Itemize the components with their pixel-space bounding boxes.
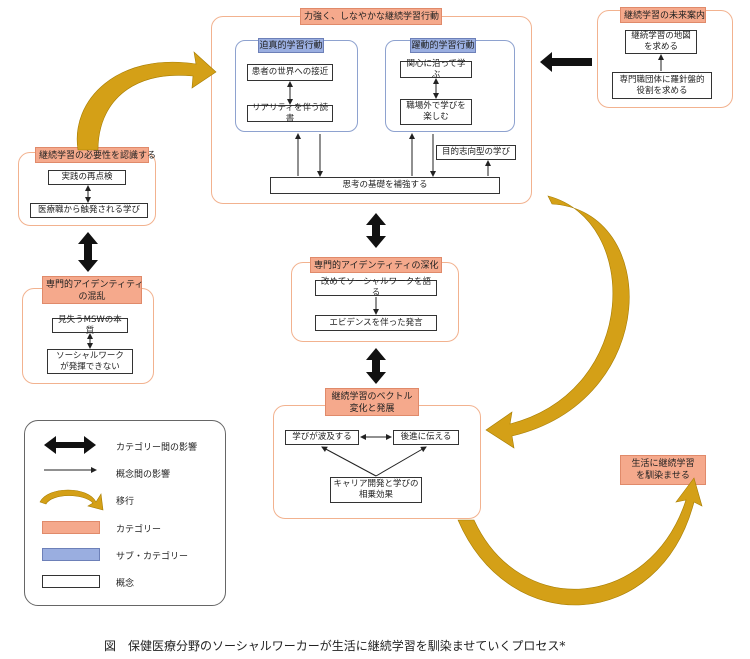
concept-lost-msw: 見失うMSWの本質 bbox=[52, 315, 128, 336]
concept-planned-role: 専門職団体に羅針盤的 役割を求める bbox=[612, 72, 712, 99]
legend-swatch-concept bbox=[42, 575, 100, 588]
arrow-career-spread bbox=[321, 446, 377, 477]
category-deepening: 専門的アイデンティティの深化 bbox=[310, 257, 442, 273]
subcategory-active: 躍動的学習行動 bbox=[410, 38, 476, 53]
concept-learning-map: 継続学習の地図 を求める bbox=[625, 30, 697, 54]
legend-label-concept: 概念 bbox=[116, 579, 135, 589]
concept-convey: 後進に伝える bbox=[393, 430, 459, 445]
legend-thick-arrow bbox=[44, 436, 96, 454]
legend-transition-arrow bbox=[39, 489, 104, 511]
category-confusion-line2: の混乱 bbox=[78, 292, 106, 302]
figure-caption: 図 保健医療分野のソーシャルワーカーが生活に継続学習を馴染ませていくプロセス* bbox=[104, 639, 566, 653]
legend-label-category: カテゴリー bbox=[116, 525, 162, 535]
concept-evidence: エビデンスを伴った発言 bbox=[315, 315, 437, 331]
legend-swatch-subcategory bbox=[42, 548, 100, 561]
concept-cannot-show: ソーシャルワーク が発揮できない bbox=[47, 349, 133, 374]
concept-thinking-base: 思考の基礎を補強する bbox=[270, 177, 500, 194]
concept-career: キャリア開発と学びの 相乗効果 bbox=[330, 477, 422, 503]
category-future: 継続学習の未来案内 bbox=[620, 7, 706, 23]
transition-arrow-vector-fit bbox=[457, 477, 703, 606]
concept-outside-work: 職場外で学びを 楽しむ bbox=[400, 99, 472, 125]
category-vector: 継続学習のベクトル 変化と発展 bbox=[325, 388, 419, 416]
concept-goal-oriented: 目的志向型の学び bbox=[436, 145, 516, 160]
arrow-future-main bbox=[540, 52, 592, 72]
arrow-deepening-vector bbox=[366, 348, 386, 384]
category-main: 力強く、しなやかな継続学習行動 bbox=[300, 8, 442, 25]
category-vector-line2: 変化と発展 bbox=[349, 404, 395, 414]
transition-arrow-necessity-main bbox=[76, 51, 217, 151]
category-vector-line1: 継続学習のベクトル bbox=[331, 392, 413, 402]
legend-label-subcategory: サブ・カテゴリー bbox=[116, 552, 189, 562]
legend-label-transition: 移行 bbox=[116, 497, 135, 507]
legend-label-concept-influence: 概念間の影響 bbox=[116, 470, 171, 480]
category-confusion-line1: 専門的アイデンティティ bbox=[46, 280, 144, 290]
subcategory-authentic: 迫真的学習行動 bbox=[258, 38, 324, 53]
concept-talk-sw: 改めてソーシャルワークを語る bbox=[315, 277, 437, 298]
concept-practice-recheck: 実践の再点検 bbox=[48, 170, 126, 185]
arrow-main-deepening bbox=[366, 213, 386, 248]
concept-patient-world: 患者の世界への接近 bbox=[247, 64, 333, 81]
concept-spread: 学びが波及する bbox=[285, 430, 359, 445]
legend-label-category-influence: カテゴリー間の影響 bbox=[116, 443, 198, 453]
arrow-necessity-confusion bbox=[78, 232, 98, 272]
arrow-career-convey bbox=[375, 446, 427, 477]
thick-arrows bbox=[44, 52, 592, 454]
category-fit: 生活に継続学習 を馴染ませる bbox=[620, 455, 706, 485]
category-confusion: 専門的アイデンティティ の混乱 bbox=[42, 276, 144, 304]
concept-interest: 関心に沿って学ぶ bbox=[400, 59, 472, 80]
legend-swatch-category bbox=[42, 521, 100, 534]
concept-medical-learning: 医療職から触発される学び bbox=[30, 203, 148, 218]
transition-arrow-main-vector bbox=[485, 195, 630, 449]
concept-reality-reading: リアリティを伴う読書 bbox=[247, 103, 333, 124]
